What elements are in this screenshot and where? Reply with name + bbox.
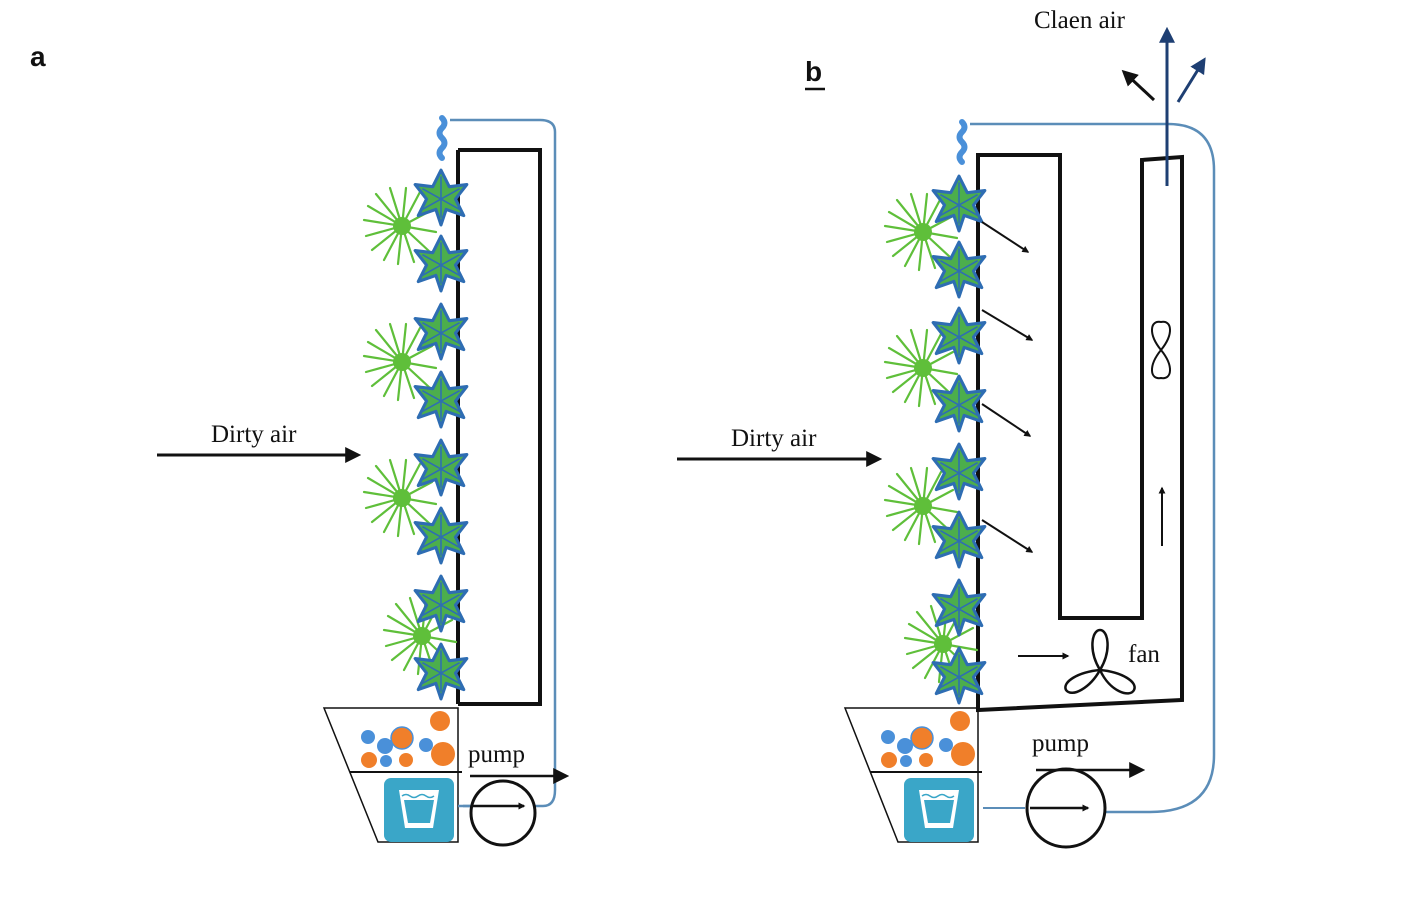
water-drop-icon: [956, 119, 968, 165]
panel-a: a: [30, 41, 570, 847]
panel-b-letter: b: [805, 56, 822, 87]
pump-icon: [1025, 767, 1107, 849]
pump-label-b: pump: [1032, 730, 1089, 757]
fan-icon: [1064, 628, 1136, 695]
reservoir-a: [322, 707, 462, 843]
airflow-arrows-b: [981, 221, 1166, 660]
plant-column-a: [362, 168, 469, 701]
filter-frame-a: [458, 148, 542, 706]
outlet-arrow-left-b: [1121, 69, 1156, 102]
water-pipe-a: [450, 118, 557, 808]
pump-label-a: pump: [468, 741, 525, 768]
fan-icon: [1151, 320, 1171, 380]
plant-column-b: [883, 174, 987, 705]
fan-label-b: fan: [1128, 641, 1160, 668]
water-drop-icon: [436, 115, 448, 161]
panel-a-letter: a: [30, 41, 46, 72]
water-tank-icon: [384, 778, 454, 842]
outlet-arrow-right-b: [1176, 57, 1206, 103]
pebbles-icon: [361, 711, 455, 768]
pump-icon: [458, 779, 537, 847]
inlet-label-a: Dirty air: [211, 421, 297, 448]
filter-duct-b: [976, 153, 1184, 713]
inlet-label-b: Dirty air: [731, 425, 817, 452]
water-pipe-b: [970, 122, 1216, 814]
outlet-label-b: Claen air: [1034, 7, 1126, 34]
panel-b: b: [677, 7, 1216, 849]
reservoir-b: [843, 707, 982, 843]
pebbles-icon: [881, 711, 975, 768]
water-tank-icon: [904, 778, 974, 842]
